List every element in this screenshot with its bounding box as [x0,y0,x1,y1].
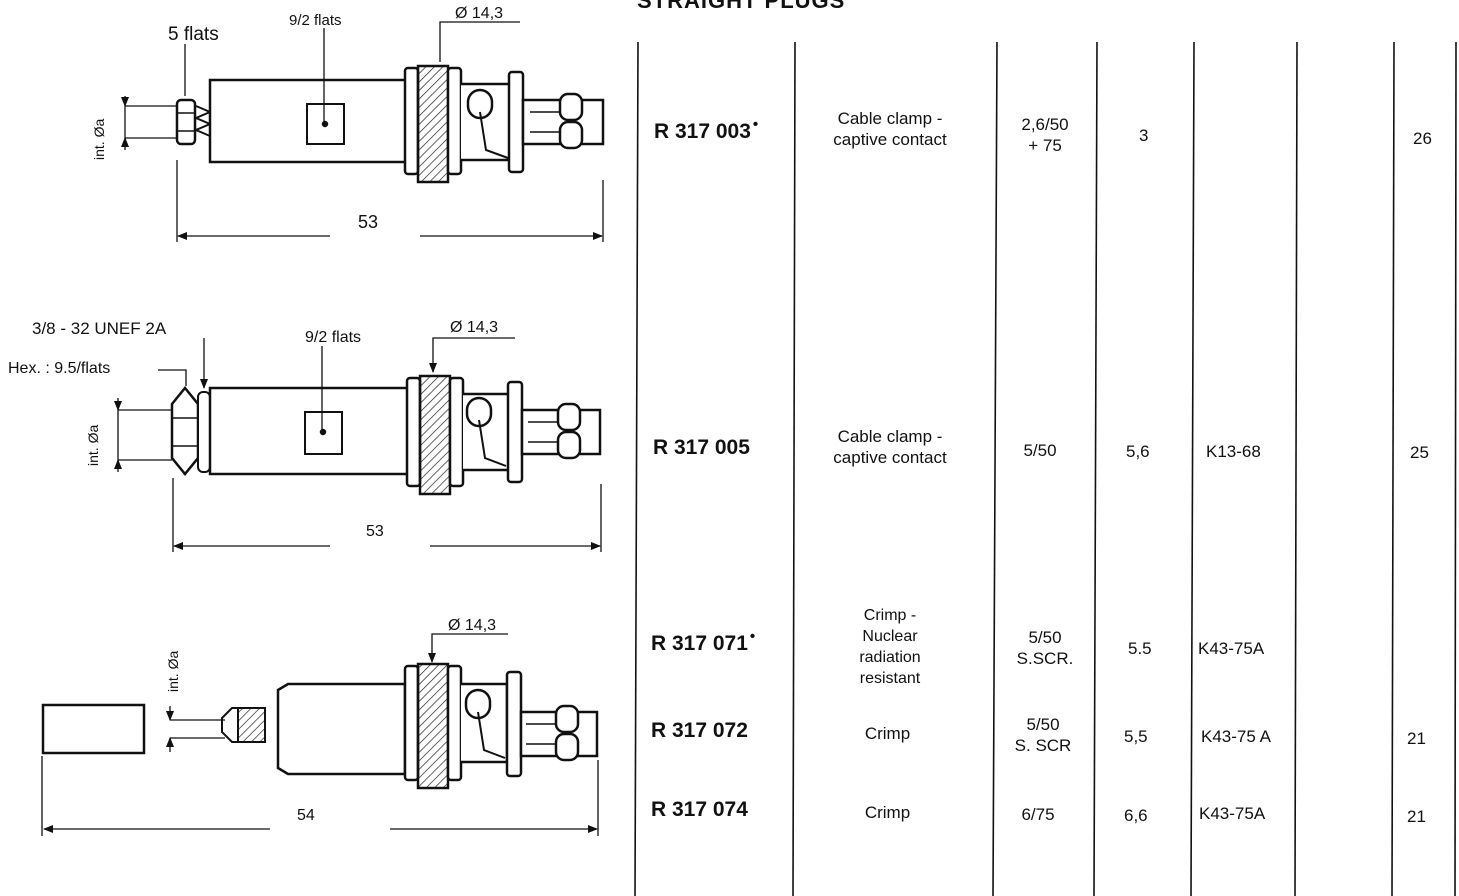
diameter-label-3: Ø 14,3 [448,617,496,634]
bore-label-2: int. Øa [85,425,101,466]
flats-label-1: 5 flats [168,24,219,45]
ref-code: R 317 005 [653,436,750,459]
connector-type: Cable clamp -captive contact [833,427,947,467]
size-value: 5,5 [1124,727,1148,746]
page-number: 26 [1413,129,1432,148]
ref-code: R 317 072 [651,719,748,742]
hex-label-2: Hex. : 9.5/flats [8,360,110,377]
thread-label-2: 3/8 - 32 UNEF 2A [32,319,167,338]
square-flats-label-1: 9/2 flats [289,12,342,29]
page-number: 25 [1410,443,1429,462]
length-label-2: 53 [366,523,384,540]
dimension-lines-1 [121,21,604,242]
dimension-lines-3 [41,633,599,836]
connector-type: Crimp [864,724,911,743]
ref-code: R 317 074 [651,798,748,821]
cable-spec: 6/75 [1021,805,1055,824]
plug-drawing-r317003 [175,64,605,184]
standard-ref: K43-75 A [1201,727,1271,746]
size-value: 5.5 [1128,639,1152,658]
connector-type: Cable clamp -captive contact [833,109,947,149]
length-label-3: 54 [297,807,315,824]
standard-ref: K43-75A [1198,639,1265,658]
standard-ref: K43-75A [1199,804,1266,823]
size-value: 3 [1139,126,1149,145]
bore-label-1: int. Øa [91,119,107,160]
diameter-label-2: Ø 14,3 [450,319,498,336]
plug-drawing-r317071 [41,662,599,790]
plug-drawing-r317005 [170,374,602,496]
square-flats-label-2: 9/2 flats [305,329,361,346]
size-value: 6,6 [1124,806,1148,825]
connector-type: Crimp [864,803,911,822]
dimension-lines-2 [114,337,602,552]
page-title: STRAIGHT PLUGS [637,0,846,13]
cable-spec: 2,6/50+ 75 [1021,115,1069,155]
page-number: 21 [1407,729,1426,748]
cable-spec: 5/50 [1023,441,1057,460]
diameter-label-1: Ø 14,3 [455,5,503,22]
table-grid [634,41,1457,896]
ref-code: R 317 071• [651,628,756,655]
page-number: 21 [1407,807,1426,826]
size-value: 5,6 [1126,442,1150,461]
length-label-1: 53 [358,212,378,232]
bore-label-3: int. Øa [165,651,181,692]
ref-code: R 317 003• [654,116,759,143]
standard-ref: K13-68 [1206,442,1261,461]
